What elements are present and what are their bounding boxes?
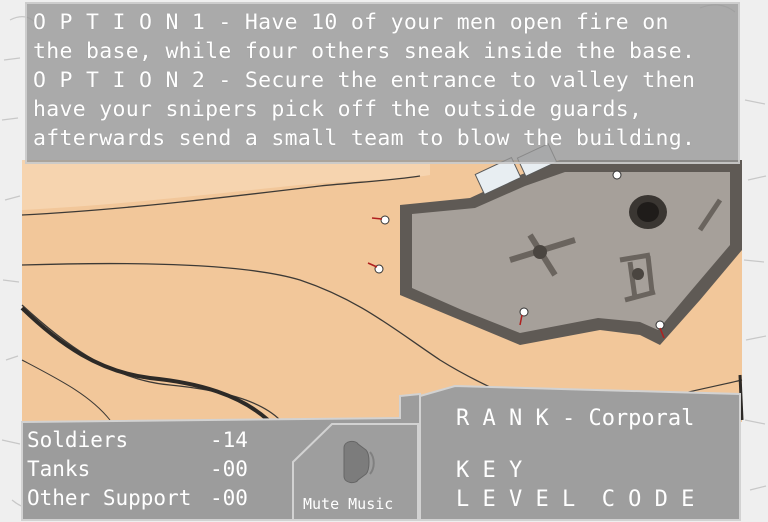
option2-line2: have your snipers pick off the outside g… [33, 97, 643, 122]
mission-briefing-panel: O P T I O N 1 - Have 10 of your men open… [25, 2, 740, 164]
soldiers-count: -14 [210, 428, 248, 452]
player-soldiers [367, 215, 390, 274]
base-guards [519, 170, 665, 339]
status-panel [419, 384, 741, 521]
level-code-text: L E V E L C O D E [456, 487, 695, 512]
enemy-base [400, 143, 742, 345]
rank-text: R A N K - Corporal [456, 406, 695, 431]
key-text: K E Y [456, 458, 523, 483]
ridge-lower [20, 306, 270, 422]
base-turret-2 [619, 252, 656, 303]
tanks-count: -00 [210, 457, 248, 481]
other-support-label: Other Support [27, 486, 192, 510]
road-upper [22, 160, 430, 210]
road-curve-lines [21, 175, 421, 216]
option1-line1: O P T I O N 1 - Have 10 of your men open… [33, 10, 669, 35]
other-support-count: -00 [210, 486, 248, 510]
option1-line2: the base, while four others sneak inside… [33, 39, 696, 64]
hud-panels [21, 384, 741, 521]
mute-music-button[interactable]: Mute Music [296, 425, 418, 520]
tanks-label: Tanks [27, 457, 91, 481]
option2-line1: O P T I O N 2 - Secure the entrance to v… [33, 68, 696, 93]
option2-line3: afterwards send a small team to blow the… [33, 126, 696, 151]
soldiers-label: Soldiers [27, 428, 129, 452]
mute-music-label: Mute Music [303, 495, 394, 513]
speaker-icon [343, 440, 370, 484]
